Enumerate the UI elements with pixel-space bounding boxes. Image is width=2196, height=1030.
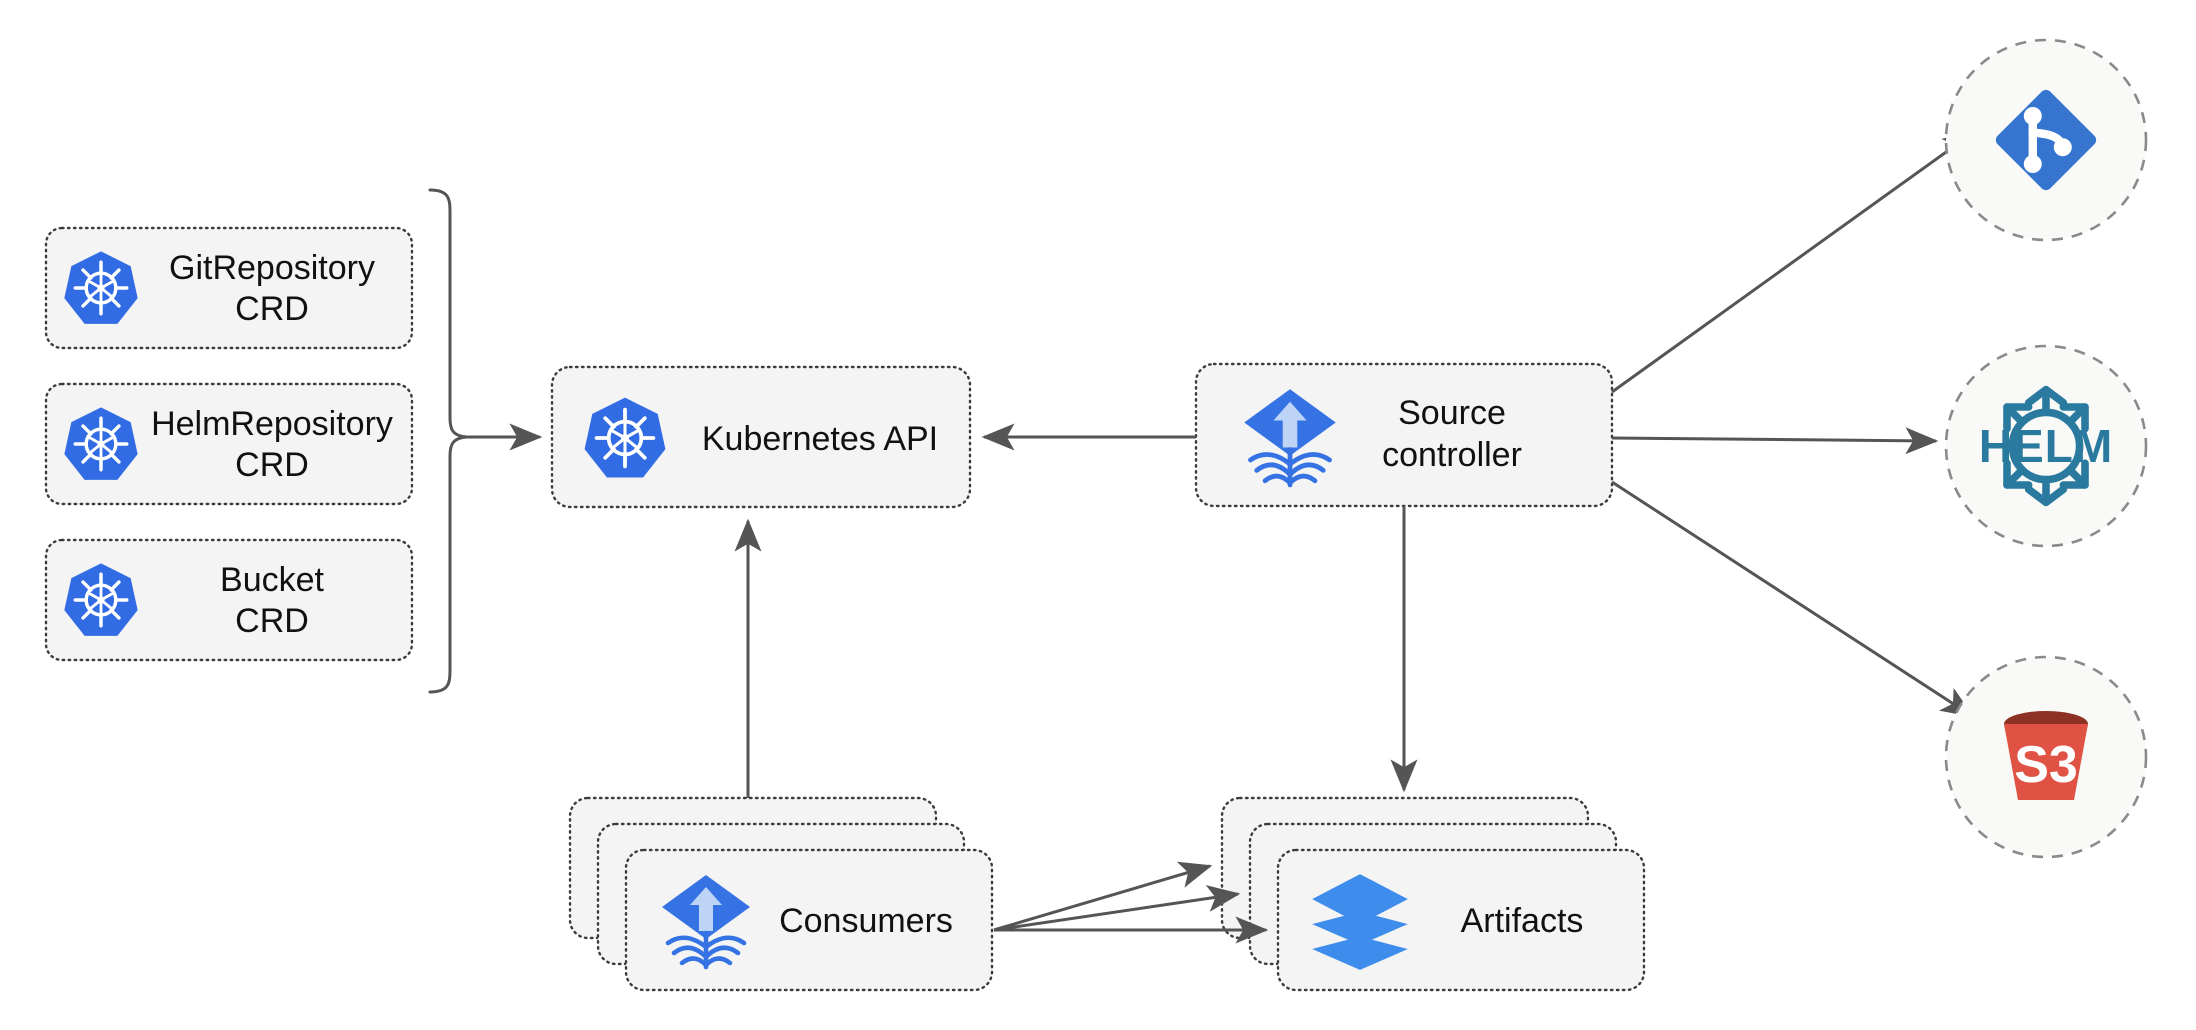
endpoint-s3[interactable]: S3 xyxy=(1944,655,2148,859)
edge-consumers-to-artifacts-back xyxy=(993,861,1213,932)
node-label-consumers: Consumers xyxy=(779,902,953,940)
node-label-kubernetes-api: Kubernetes API xyxy=(702,420,938,458)
crd-box-helmrepository[interactable]: HelmRepository CRD xyxy=(44,382,414,506)
node-label-source-controller-line1: Source xyxy=(1398,394,1506,432)
crd-group-brace xyxy=(428,188,543,694)
crd-label-line2: CRD xyxy=(235,446,309,484)
edge-source-controller-to-s3 xyxy=(1611,480,1975,718)
node-consumers[interactable]: Consumers xyxy=(568,796,994,992)
edge-source-controller-to-git xyxy=(1611,130,1976,394)
crd-label-line1: GitRepository xyxy=(169,249,375,287)
node-source-controller[interactable]: Source controller xyxy=(1194,362,1614,508)
endpoint-git[interactable] xyxy=(1944,38,2148,242)
crd-label-line1: Bucket xyxy=(220,561,324,599)
crd-label-line2: CRD xyxy=(235,602,309,640)
crd-label-line1: HelmRepository xyxy=(151,405,393,443)
crd-label-line2: CRD xyxy=(235,290,309,328)
node-artifacts[interactable]: Artifacts xyxy=(1220,796,1646,992)
edge-source-controller-to-helm xyxy=(1611,427,1939,455)
crd-box-gitrepository[interactable]: GitRepository CRD xyxy=(44,226,414,350)
node-kubernetes-api[interactable]: Kubernetes API xyxy=(550,365,972,509)
crd-box-bucket[interactable]: Bucket CRD xyxy=(44,538,414,662)
s3-wordmark: S3 xyxy=(2014,736,2078,794)
crd-group: GitRepository CRD HelmRepository CRD Buc… xyxy=(44,226,414,662)
node-label-source-controller-line2: controller xyxy=(1382,436,1522,474)
node-label-artifacts: Artifacts xyxy=(1461,902,1584,940)
helm-wordmark: HELM xyxy=(1979,420,2113,472)
edge-consumers-to-artifacts-middle xyxy=(993,885,1241,932)
endpoint-helm[interactable]: HELM xyxy=(1944,344,2148,548)
